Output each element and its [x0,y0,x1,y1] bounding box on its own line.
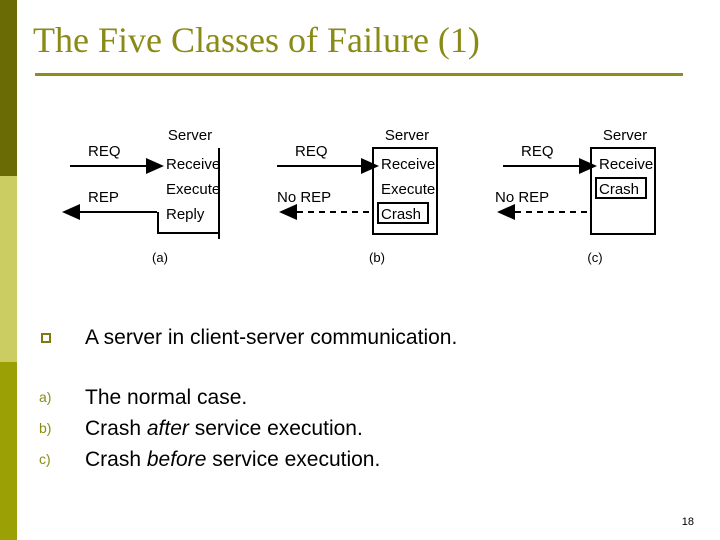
request-label-b: REQ [295,143,328,160]
diagram-caption-b: (b) [369,250,385,265]
title-block: The Five Classes of Failure (1) [33,18,688,62]
request-arrow-head-a [146,158,164,174]
crash-box-b [377,202,429,224]
server-label-a: Server [168,127,212,144]
crash-label-c: Crash [599,181,639,198]
diagram-b-svg: Server REQ No REP Receive Execute Crash [277,127,438,235]
diagram-panel-a: Server REQ REP Receive Execute Reply (a) [60,124,260,274]
request-label-c: REQ [521,143,554,160]
step-label-a-0: Receive [166,156,220,173]
reply-arrow-head-c [497,204,515,220]
server-failure-figure: Server REQ REP Receive Execute Reply (a)… [60,124,680,274]
list-item-marker-b: b) [39,420,52,436]
list-item-text-a: The normal case. [85,383,247,412]
list-item-text-c: Crash before service execution. [85,445,380,474]
list-item-text-b-emphasis: after [146,417,189,440]
reply-arrow-head-b [279,204,297,220]
diagram-panel-c: Server REQ No REP Receive Crash (c) [495,124,695,274]
list-item-text-c-emphasis: before [146,448,207,471]
list-item: c) Crash before service execution. [33,445,673,476]
list-item-marker-a: a) [39,389,52,405]
sidebar-strip-segment-bottom [0,362,17,540]
diagram-panel-b: Server REQ No REP Receive Execute Crash … [277,124,477,274]
request-label-a: REQ [88,143,121,160]
crash-label-b: Crash [381,206,421,223]
server-box-c [590,147,656,235]
server-label-c: Server [603,127,647,144]
list-item-text-b-prefix: Crash [85,417,147,440]
diagram-c-svg: Server REQ No REP Receive Crash [495,127,656,235]
bullet-square-icon [41,333,51,343]
reply-label-c: No REP [495,189,549,206]
reply-label-a: REP [88,189,119,206]
crash-box-c [595,177,647,199]
server-label-b: Server [385,127,429,144]
list-item-text-b: Crash after service execution. [85,414,363,443]
step-label-a-2: Reply [166,206,205,223]
sidebar-strip-segment-middle [0,176,17,362]
server-box-b [372,147,438,235]
reply-arrow-head-a [62,204,80,220]
title-underline-rule [35,73,683,76]
diagram-caption-c: (c) [587,250,603,265]
step-label-b-1: Execute [381,181,435,198]
ordered-list: a) The normal case. b) Crash after servi… [33,383,673,476]
diagram-caption-a: (a) [152,250,168,265]
bullet-main-text: A server in client-server communication. [85,326,458,349]
page-number: 18 [681,516,694,528]
step-label-b-0: Receive [381,156,435,173]
list-item: b) Crash after service execution. [33,414,673,445]
step-label-c-0: Receive [599,156,653,173]
slide-title: The Five Classes of Failure (1) [33,20,480,60]
list-item-text-b-suffix: service execution. [188,417,363,440]
step-label-a-1: Execute [166,181,220,198]
diagram-a-svg: Server REQ REP Receive Execute Reply [62,127,220,239]
reply-label-b: No REP [277,189,331,206]
list-item-text-c-suffix: service execution. [206,448,381,471]
list-item-text-a-prefix: The normal case. [85,386,248,409]
bullet-item-main: A server in client-server communication. [33,322,673,358]
list-item-text-c-prefix: Crash [85,448,147,471]
sidebar-accent-strip [0,0,17,540]
sidebar-strip-segment-top [0,0,17,176]
request-arrow-head-c [579,158,597,174]
list-item: a) The normal case. [33,383,673,414]
request-arrow-head-b [361,158,379,174]
list-item-marker-c: c) [39,451,51,467]
